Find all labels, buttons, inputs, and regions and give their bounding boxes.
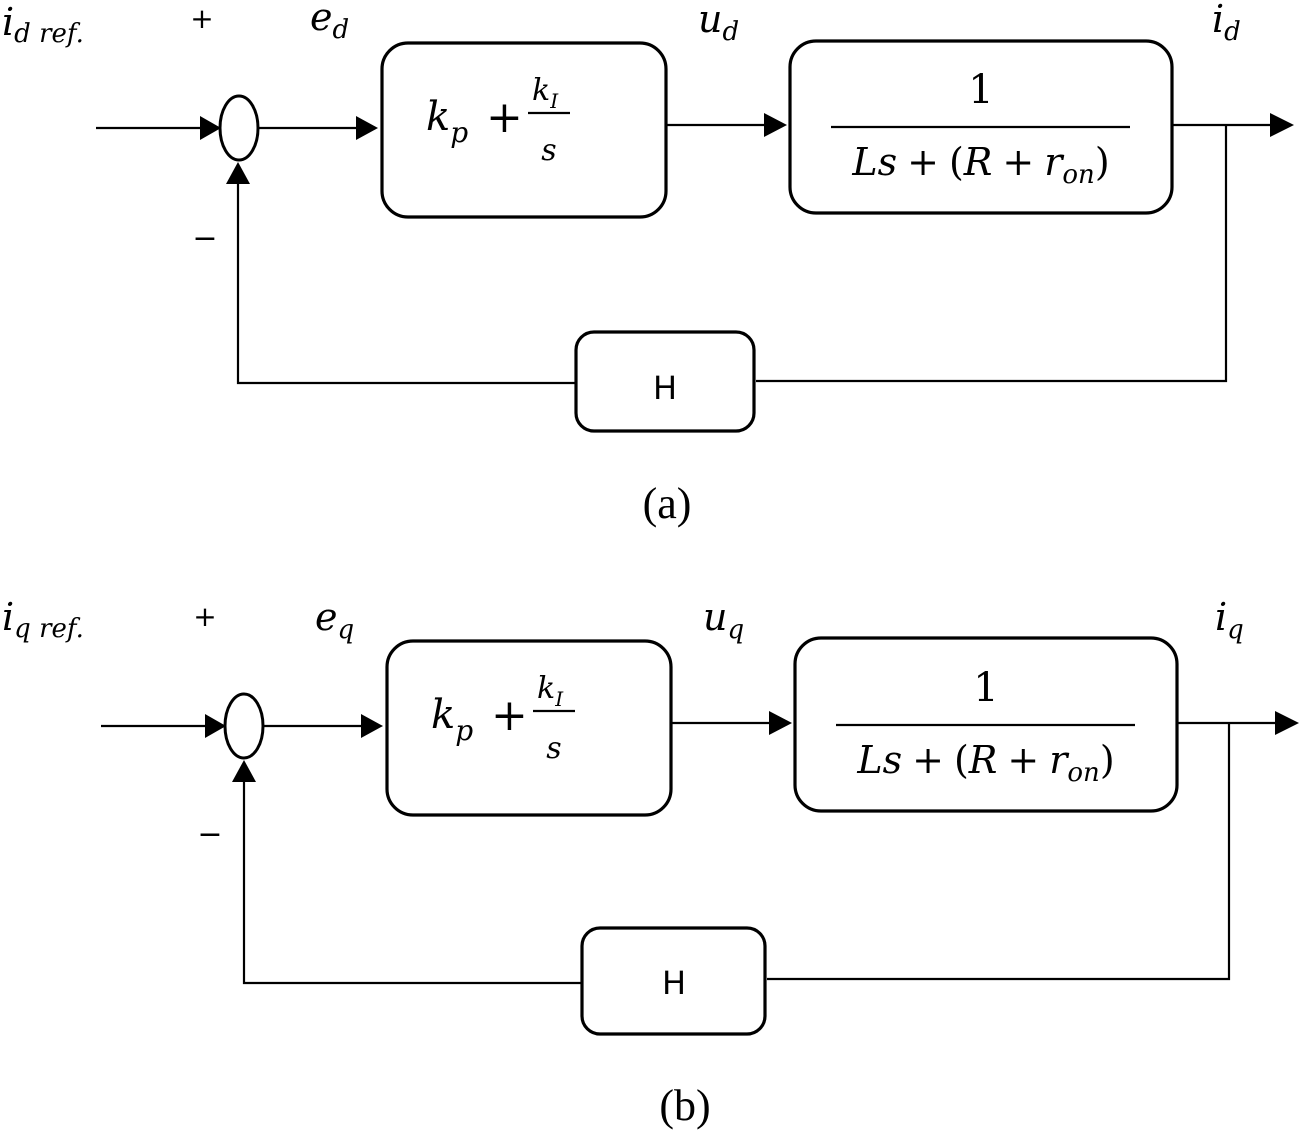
kp-term: kp	[426, 94, 468, 149]
diagram-b: iq ref. + − eq uq iq kp + kI s 1 Ls+(R+r…	[2, 595, 1299, 1130]
kp-term: kp	[431, 692, 473, 747]
summing-junction	[223, 692, 265, 760]
feedback-wire-right	[767, 723, 1231, 981]
controller-plus: +	[491, 690, 528, 741]
control-arrowhead	[764, 113, 787, 137]
plant-denominator: Ls+(R+ron)	[851, 140, 1109, 190]
ki-denominator: s	[546, 731, 561, 766]
feedback-arrowhead	[232, 760, 256, 782]
ki-term: kI	[532, 73, 559, 113]
reference-label: id ref.	[2, 0, 84, 49]
plant-numerator: 1	[968, 67, 993, 113]
error-arrowhead	[361, 714, 383, 738]
reference-label: iq ref.	[2, 595, 84, 644]
output-label: id	[1212, 0, 1241, 47]
plant-numerator: 1	[973, 665, 998, 711]
output-label: iq	[1215, 595, 1244, 645]
feedback-wire-right	[756, 125, 1228, 383]
caption-a: (a)	[643, 479, 692, 528]
feedback-arrowhead	[226, 162, 250, 184]
reference-arrowhead	[200, 116, 221, 140]
pi-controller-block	[385, 639, 673, 817]
minus-sign: −	[197, 817, 222, 852]
ki-denominator: s	[541, 133, 556, 168]
reference-arrowhead	[205, 714, 226, 738]
plus-sign: +	[190, 2, 213, 35]
feedback-gain-block	[574, 330, 756, 433]
feedback-gain-block	[580, 926, 767, 1036]
error-label: eq	[315, 595, 354, 645]
feedback-gain-label: H	[653, 369, 677, 407]
controller-plus: +	[486, 92, 523, 143]
error-arrowhead	[356, 116, 378, 140]
plus-sign: +	[193, 600, 216, 633]
control-label: uq	[703, 595, 744, 645]
minus-sign: −	[192, 221, 217, 256]
diagram-a: id ref. + − ed ud id kp + kI s 1 Ls+(R+r…	[2, 0, 1294, 528]
summing-junction	[218, 94, 260, 162]
feedback-gain-label: H	[662, 964, 686, 1002]
error-label: ed	[310, 0, 349, 45]
output-arrowhead	[1275, 711, 1299, 735]
plant-denominator: Ls+(R+ron)	[856, 738, 1114, 788]
output-arrowhead	[1270, 113, 1294, 137]
pi-controller-block	[380, 41, 668, 219]
ki-term: kI	[537, 671, 564, 711]
feedback-wire-left	[236, 184, 576, 385]
control-label: ud	[698, 0, 739, 47]
feedback-wire-left	[242, 782, 581, 985]
control-arrowhead	[769, 711, 792, 735]
caption-b: (b)	[659, 1081, 710, 1130]
